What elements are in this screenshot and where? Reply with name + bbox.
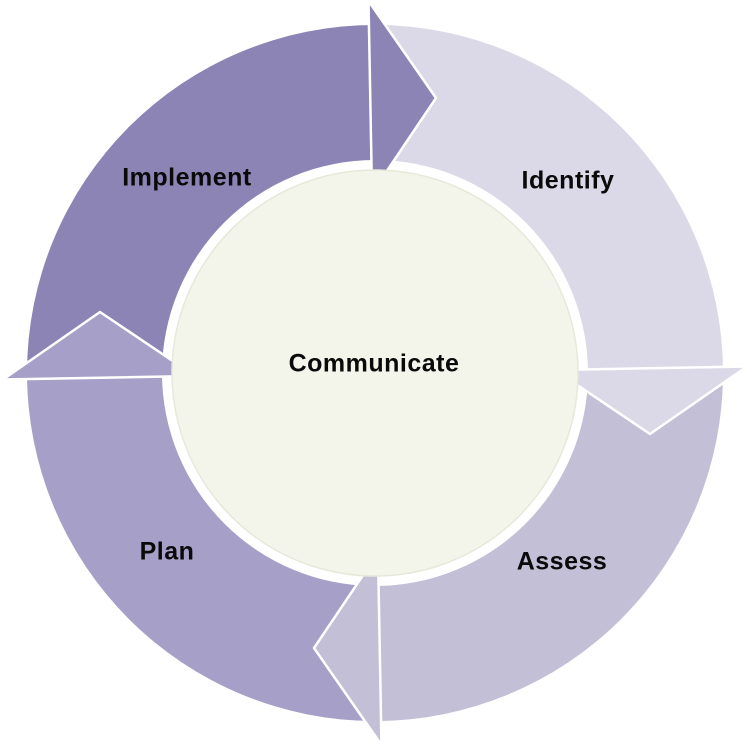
- segment-label-implement: Implement: [122, 163, 252, 192]
- segment-bands: [27, 25, 723, 721]
- identify-arrowhead-icon: [553, 365, 749, 436]
- segment-label-assess: Assess: [516, 547, 608, 576]
- segment-label-plan: Plan: [139, 537, 195, 566]
- plan-arrowhead-icon: [1, 310, 197, 381]
- segment-identify-band: [375, 25, 723, 373]
- segment-implement-band: [27, 25, 375, 373]
- center-label-communicate: Communicate: [288, 349, 460, 378]
- segment-assess-band: [375, 373, 723, 721]
- assess-arrowhead-icon: [312, 551, 383, 747]
- center-circle: [171, 169, 579, 577]
- implement-arrowhead-icon: [367, 0, 438, 195]
- segment-plan-band: [27, 373, 375, 721]
- segment-label-identify: Identify: [521, 166, 615, 195]
